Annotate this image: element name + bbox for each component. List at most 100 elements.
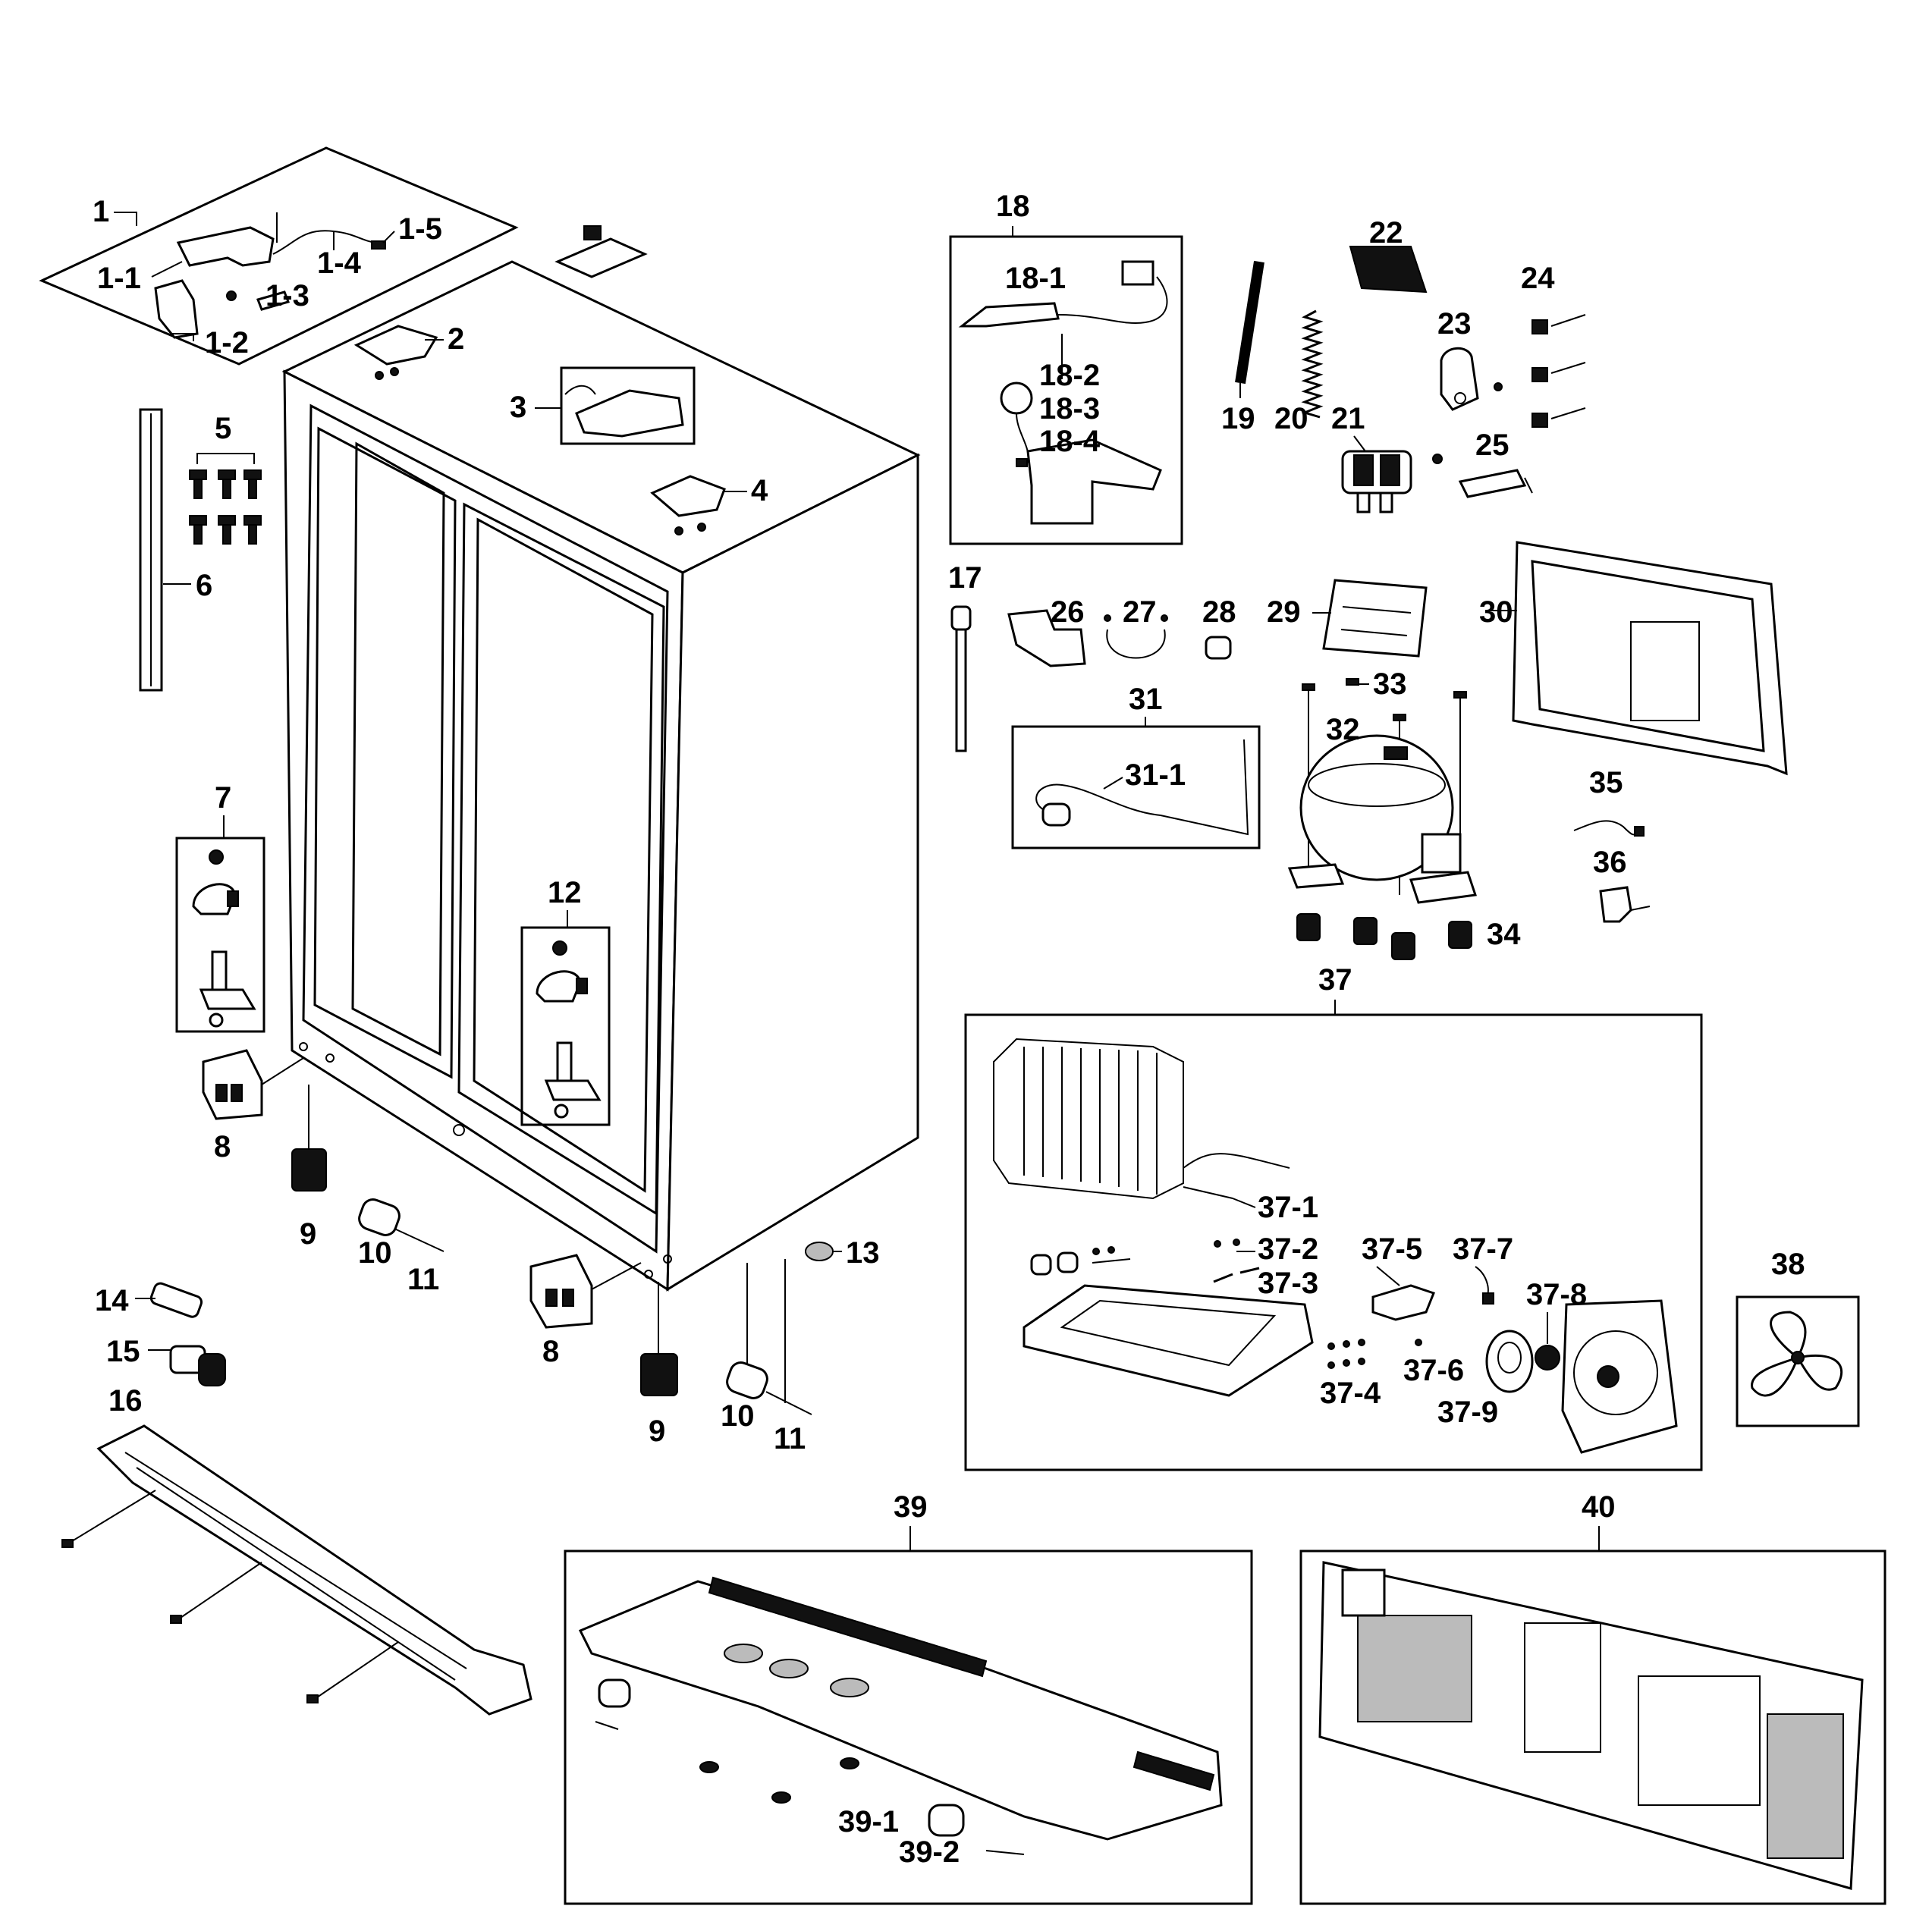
part-2-top-hinge <box>353 325 438 366</box>
callout-36: 36 <box>1593 846 1627 879</box>
part-10-roller-right <box>726 1263 768 1399</box>
callout-18-2: 18-2 <box>1039 359 1100 392</box>
callout-30: 30 <box>1479 595 1513 629</box>
callout-34: 34 <box>1487 918 1521 951</box>
fan-shroud <box>1561 1299 1678 1454</box>
callout-25: 25 <box>1475 429 1509 462</box>
part-27-wire <box>1104 614 1168 659</box>
part-1-top-panel <box>39 146 519 366</box>
part-37-evaporator-assembly <box>993 1038 1678 1454</box>
callout-1-2: 1-2 <box>205 326 249 360</box>
callout-37-9: 37-9 <box>1437 1396 1498 1429</box>
callout-33: 33 <box>1373 667 1407 701</box>
callout-18-3: 18-3 <box>1039 392 1100 425</box>
part-5-screws <box>189 469 262 545</box>
part-26-switch <box>1007 609 1086 667</box>
callout-14: 14 <box>95 1284 129 1317</box>
part-35-wire <box>1573 820 1645 837</box>
part-39-base-plate <box>578 1576 1223 1841</box>
defrost-tray <box>1023 1284 1314 1397</box>
callout-9-left: 9 <box>300 1217 316 1251</box>
part-28-cap <box>1205 636 1232 660</box>
callout-11-right: 11 <box>774 1422 806 1455</box>
callout-24: 24 <box>1521 262 1555 295</box>
callout-37-4: 37-4 <box>1320 1377 1381 1410</box>
callout-28: 28 <box>1202 595 1236 629</box>
callout-15: 15 <box>106 1335 140 1368</box>
callout-1-1: 1-1 <box>97 262 141 295</box>
callout-1-3: 1-3 <box>265 279 309 312</box>
part-33-bolts <box>1302 678 1467 721</box>
part-13-cap <box>805 1242 834 1261</box>
callout-37-5: 37-5 <box>1362 1232 1422 1266</box>
callout-2: 2 <box>448 322 464 356</box>
callout-38: 38 <box>1771 1248 1805 1281</box>
part-9-leveling-foot-left <box>291 1085 327 1192</box>
callout-22: 22 <box>1369 216 1403 250</box>
part-15-coupler <box>169 1345 226 1386</box>
callout-3: 3 <box>510 391 526 424</box>
part-12-hinge-assembly <box>536 940 602 1119</box>
callout-37-1: 37-1 <box>1258 1191 1318 1224</box>
part-17-tube <box>950 605 972 752</box>
part-31-capillary <box>1035 739 1249 836</box>
callout-26: 26 <box>1051 595 1085 629</box>
callout-27: 27 <box>1123 595 1157 629</box>
part-23-bracket <box>1440 347 1503 411</box>
callout-19: 19 <box>1221 402 1255 435</box>
callout-5: 5 <box>215 412 231 445</box>
part-39-2-pin <box>985 1850 1025 1855</box>
callout-10-left: 10 <box>358 1236 392 1270</box>
part-22-pad <box>1349 246 1428 294</box>
part-40-back-cover <box>1318 1561 1864 1890</box>
callout-1: 1 <box>93 195 109 228</box>
part-24-clips <box>1531 314 1586 428</box>
part-32-compressor <box>1287 690 1477 904</box>
part-36-relay <box>1599 886 1651 923</box>
callout-4: 4 <box>751 474 768 507</box>
callout-37-7: 37-7 <box>1453 1232 1513 1266</box>
part-10-roller-left <box>358 1198 401 1236</box>
callout-9-right: 9 <box>649 1414 665 1448</box>
callout-18-1: 18-1 <box>1005 262 1066 295</box>
callout-7: 7 <box>215 781 231 815</box>
callout-1-4: 1-4 <box>317 246 362 280</box>
part-9-leveling-foot-right <box>640 1282 678 1396</box>
callout-23: 23 <box>1437 307 1472 341</box>
part-14-fitting <box>149 1282 203 1318</box>
part-18-harness <box>958 260 1168 525</box>
part-8-bottom-hinge-right <box>529 1254 593 1329</box>
part-29-pcb <box>1322 579 1428 658</box>
callout-40: 40 <box>1582 1490 1616 1524</box>
callout-13: 13 <box>846 1236 880 1270</box>
callout-10-right: 10 <box>721 1399 755 1433</box>
callout-11-left: 11 <box>407 1263 439 1296</box>
part-25-sensor <box>1458 469 1533 498</box>
callout-31-1: 31-1 <box>1125 758 1186 792</box>
part-19-rod <box>1235 260 1264 385</box>
callout-8-left: 8 <box>214 1130 231 1163</box>
part-11-pin-left <box>394 1228 445 1252</box>
callout-39-1: 39-1 <box>838 1805 899 1838</box>
part-16-base-grille <box>61 1424 532 1716</box>
part-38-fan-blade <box>1751 1311 1843 1397</box>
callout-29: 29 <box>1267 595 1301 629</box>
part-30-rear-panel <box>1512 541 1788 776</box>
callout-16: 16 <box>108 1384 143 1418</box>
part-20-spring <box>1301 309 1324 419</box>
callout-39: 39 <box>894 1490 928 1524</box>
callout-31: 31 <box>1129 683 1163 716</box>
callout-21: 21 <box>1331 402 1365 435</box>
callout-1-5: 1-5 <box>398 212 442 246</box>
callout-37: 37 <box>1318 963 1352 997</box>
callout-6: 6 <box>196 569 212 602</box>
callout-18: 18 <box>996 190 1030 223</box>
part-4-hinge <box>650 475 726 517</box>
callout-20: 20 <box>1274 402 1308 435</box>
callout-37-8: 37-8 <box>1526 1278 1587 1311</box>
part-34-grommets <box>1296 913 1472 960</box>
part-3-cover <box>575 389 684 438</box>
callout-12: 12 <box>548 876 582 909</box>
